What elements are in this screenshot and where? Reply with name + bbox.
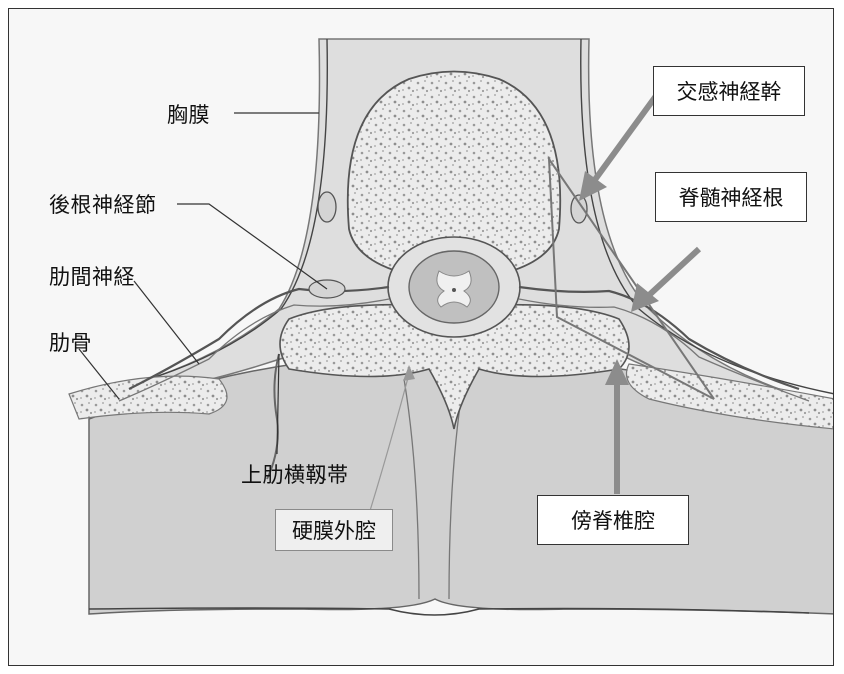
label-paravertebral-space: 傍脊椎腔 — [537, 495, 689, 545]
leader-intercostal-nerve — [134, 281, 199, 364]
label-dorsal-root-ganglion: 後根神経節 — [49, 189, 157, 219]
label-superior-costotransverse-ligament: 上肋横靱帯 — [241, 459, 349, 489]
central-canal — [452, 288, 456, 292]
label-pleura: 胸膜 — [167, 99, 210, 129]
sympathetic-ganglion-right — [571, 195, 587, 223]
arrow-nerve-root-shaft — [647, 249, 699, 297]
label-intercostal-nerve: 肋間神経 — [49, 261, 135, 291]
label-rib: 肋骨 — [49, 327, 92, 357]
label-sympathetic-trunk: 交感神経幹 — [653, 66, 805, 116]
left-rib — [69, 376, 227, 419]
arrow-sympathetic-trunk-shaft — [594, 89, 661, 181]
sympathetic-ganglion-left — [318, 192, 336, 222]
label-spinal-nerve-root: 脊髄神経根 — [655, 172, 807, 222]
label-epidural-space: 硬膜外腔 — [275, 509, 393, 551]
figure-frame: 胸膜 後根神経節 肋間神経 肋骨 上肋横靱帯 硬膜外腔 交感神経幹 脊髄神経根 … — [8, 8, 834, 666]
